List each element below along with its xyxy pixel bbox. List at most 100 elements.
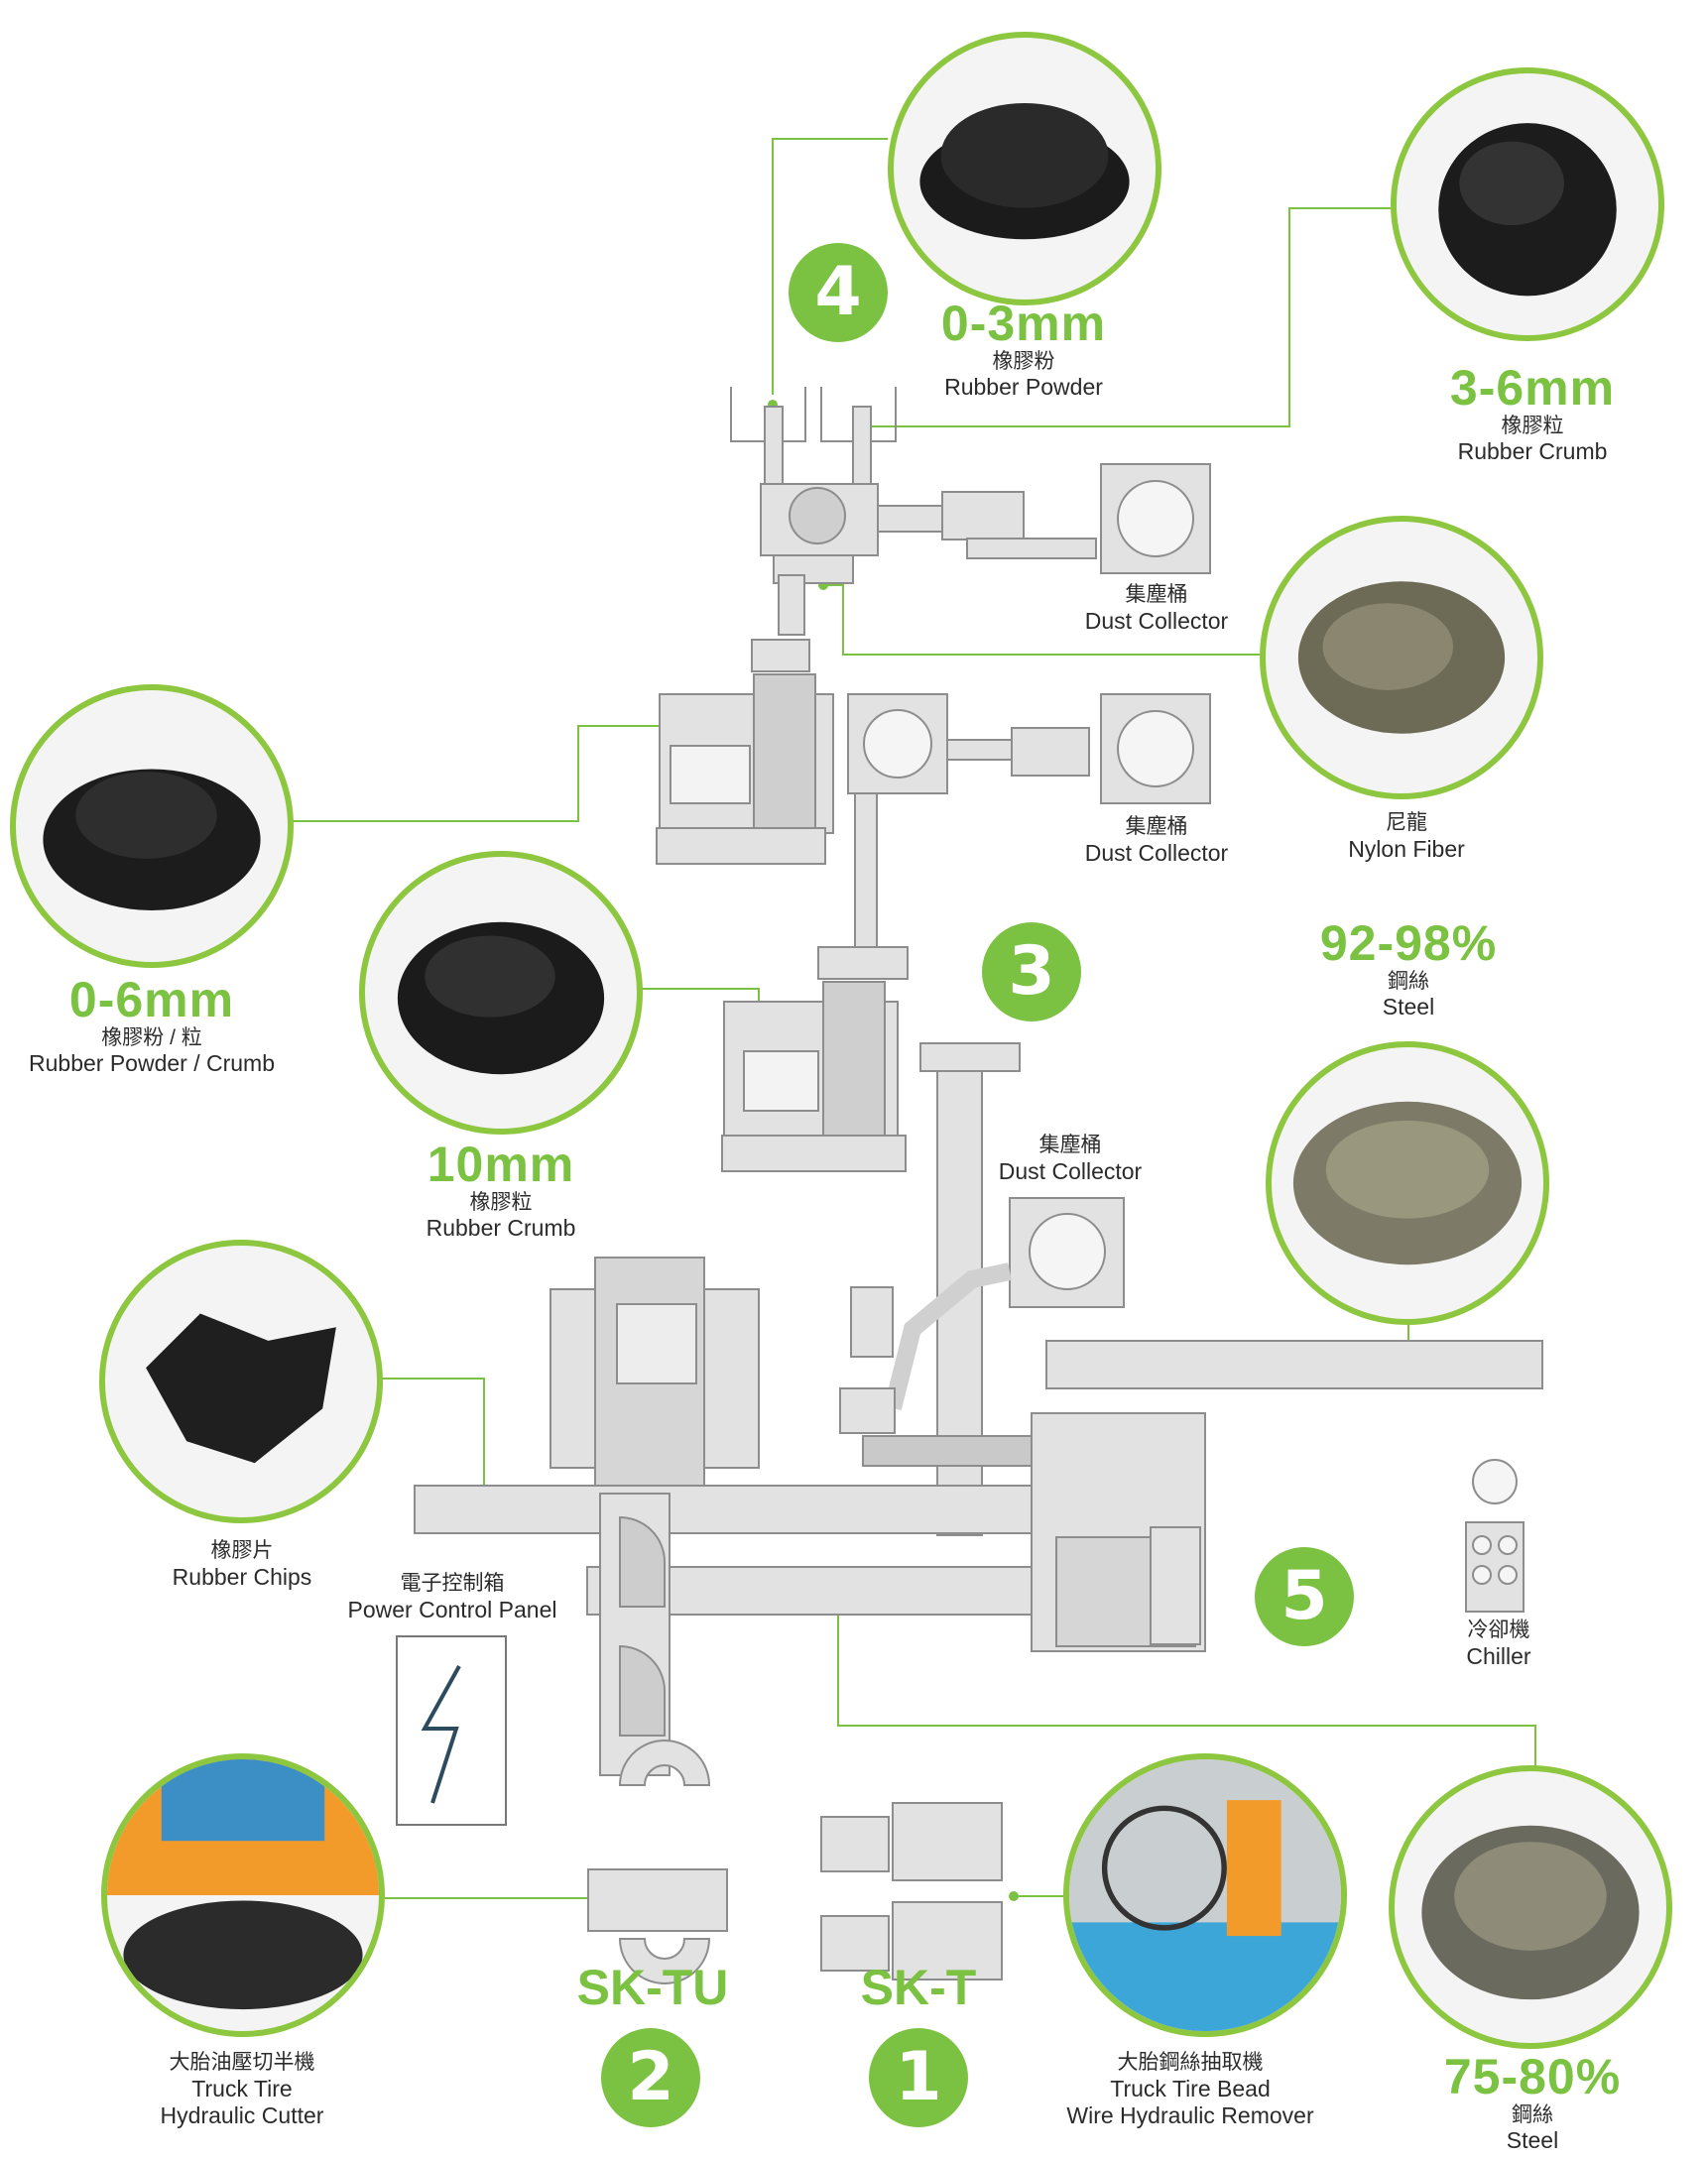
connector-0-3mm bbox=[772, 138, 888, 395]
label-chips: 橡膠片 Rubber Chips bbox=[173, 1539, 312, 1591]
nylon-fiber-icon bbox=[1297, 581, 1506, 734]
photo-bead-wire-remover bbox=[1063, 1753, 1347, 2037]
label-bead-remover: 大胎鋼絲抽取機 Truck Tire Bead Wire Hydraulic R… bbox=[1066, 2051, 1313, 2129]
stage-badge-4: 4 bbox=[789, 243, 888, 342]
label-dust-collector-3: 集塵桶 Dust Collector bbox=[999, 1134, 1142, 1185]
chiller-blade-3 bbox=[1472, 1565, 1492, 1585]
hydraulic-cutter-icon bbox=[107, 1759, 379, 2010]
zh-0-3mm: 橡膠粉 bbox=[992, 349, 1055, 373]
lightning-icon bbox=[421, 1665, 461, 1804]
pipe-to-dust-1 bbox=[966, 538, 1097, 559]
zh-steel-high: 鋼絲 bbox=[1388, 969, 1429, 993]
steel-conveyor bbox=[1045, 1340, 1543, 1389]
zh-remover: 大胎鋼絲抽取機 bbox=[1117, 2051, 1264, 2074]
granulator-2-top bbox=[817, 946, 909, 980]
size-0-3mm: 0-3mm bbox=[940, 296, 1107, 351]
en-cutter-2: Hydraulic Cutter bbox=[160, 2101, 324, 2128]
zh-dust-1: 集塵桶 bbox=[1125, 583, 1188, 606]
label-steel-high: 92-98% 鋼絲 Steel bbox=[1320, 917, 1497, 1020]
model-sk-t: SK-T bbox=[860, 1960, 977, 2015]
en-0-6mm: Rubber Powder / Crumb bbox=[29, 1050, 275, 1077]
zh-power-panel: 電子控制箱 bbox=[400, 1572, 505, 1595]
rubber-chips-icon bbox=[146, 1313, 336, 1464]
photo-rubber-crumb-3-6 bbox=[1391, 67, 1664, 341]
chiller-unit bbox=[1465, 1521, 1525, 1613]
chute-lower bbox=[619, 1644, 666, 1737]
en-dust-3: Dust Collector bbox=[998, 1157, 1143, 1184]
steel-wire-icon bbox=[1421, 1825, 1640, 2000]
en-dust-2: Dust Collector bbox=[1084, 839, 1229, 866]
cyclone-1-wheel bbox=[863, 709, 932, 779]
cutter-ring-top bbox=[618, 1740, 711, 1786]
photo-steel-low bbox=[1389, 1765, 1672, 2049]
dust-wheel-1 bbox=[1117, 480, 1194, 557]
bead-remover-icon bbox=[1069, 1759, 1341, 2031]
remover-top-body bbox=[820, 1816, 890, 1872]
stage-badge-1: 1 bbox=[869, 2028, 968, 2127]
en-cutter-1: Truck Tire bbox=[191, 2075, 293, 2101]
stage-badge-3: 3 bbox=[982, 922, 1081, 1021]
zh-cutter: 大胎油壓切半機 bbox=[169, 2051, 315, 2074]
riser-pipe bbox=[778, 574, 805, 636]
en-chips: Rubber Chips bbox=[172, 1563, 312, 1590]
label-10mm: 10mm 橡膠粒 Rubber Crumb bbox=[427, 1139, 576, 1242]
photo-rubber-crumb-10mm bbox=[359, 851, 643, 1135]
chiller-blade-1 bbox=[1472, 1535, 1492, 1555]
label-0-3mm: 0-3mm 橡膠粉 Rubber Powder bbox=[941, 298, 1106, 401]
en-0-3mm: Rubber Powder bbox=[944, 374, 1103, 401]
remover-bottom-unit bbox=[892, 1901, 1003, 1980]
en-3-6mm: Rubber Crumb bbox=[1457, 438, 1608, 465]
model-sk-tu: SK-TU bbox=[576, 1960, 729, 2015]
separator-hopper bbox=[839, 1387, 896, 1434]
label-nylon: 尼龍 Nylon Fiber bbox=[1348, 811, 1465, 863]
size-steel-high: 92-98% bbox=[1319, 915, 1498, 971]
size-10mm: 10mm bbox=[427, 1137, 575, 1192]
zh-nylon: 尼龍 bbox=[1385, 811, 1427, 834]
stage-badge-5: 5 bbox=[1255, 1547, 1354, 1646]
granulator-2-rotor bbox=[822, 981, 886, 1156]
fan-motor-2 bbox=[1011, 727, 1090, 777]
en-remover-2: Wire Hydraulic Remover bbox=[1066, 2101, 1314, 2128]
label-3-6mm: 3-6mm 橡膠粒 Rubber Crumb bbox=[1450, 362, 1615, 465]
zh-chiller: 冷卻機 bbox=[1467, 1619, 1530, 1641]
connector-3-6mm bbox=[864, 207, 1397, 427]
label-power-panel: 電子控制箱 Power Control Panel bbox=[348, 1572, 557, 1623]
en-remover-1: Truck Tire Bead bbox=[1110, 2075, 1271, 2101]
label-dust-collector-2: 集塵桶 Dust Collector bbox=[1085, 815, 1228, 867]
connector-0-6mm bbox=[290, 725, 719, 822]
rubber-crumb-icon bbox=[1438, 123, 1617, 297]
shredder-1-drum bbox=[616, 1303, 697, 1384]
zh-dust-3: 集塵桶 bbox=[1038, 1134, 1102, 1156]
dust-wheel-2 bbox=[1117, 710, 1194, 787]
rubber-crumb-icon bbox=[397, 921, 605, 1075]
fan-motor bbox=[941, 491, 1025, 540]
label-0-6mm: 0-6mm 橡膠粉 / 粒 Rubber Powder / Crumb bbox=[29, 974, 275, 1077]
label-hydraulic-cutter: 大胎油壓切半機 Truck Tire Hydraulic Cutter bbox=[161, 2051, 324, 2129]
granulator-1-motor bbox=[670, 745, 751, 804]
photo-nylon-fiber bbox=[1260, 516, 1543, 799]
chiller-blade-4 bbox=[1498, 1565, 1518, 1585]
granulator-1-top bbox=[751, 639, 810, 672]
photo-rubber-powder-0-3 bbox=[888, 32, 1161, 305]
en-chiller: Chiller bbox=[1466, 1642, 1531, 1669]
cutter-ring-bottom bbox=[618, 1938, 711, 1984]
chute-upper bbox=[619, 1515, 666, 1608]
size-3-6mm: 3-6mm bbox=[1449, 360, 1616, 416]
shredder-2-side bbox=[1150, 1526, 1201, 1645]
shredder-1-box bbox=[594, 1257, 705, 1516]
size-steel-low: 75-80% bbox=[1443, 2049, 1622, 2104]
connector-chips bbox=[377, 1378, 485, 1512]
size-0-6mm: 0-6mm bbox=[68, 972, 235, 1027]
cutter-body bbox=[587, 1868, 728, 1932]
granulator-1-rotor bbox=[753, 673, 816, 849]
zh-3-6mm: 橡膠粒 bbox=[1501, 414, 1564, 437]
zh-10mm: 橡膠粒 bbox=[469, 1190, 533, 1214]
photo-steel-high bbox=[1266, 1041, 1549, 1325]
drop-pipe bbox=[854, 792, 878, 948]
granulator-1-base bbox=[656, 827, 826, 865]
remover-bottom-body bbox=[820, 1915, 890, 1972]
label-dust-collector-1: 集塵桶 Dust Collector bbox=[1085, 583, 1228, 635]
photo-hydraulic-cutter bbox=[101, 1753, 385, 2037]
zh-dust-2: 集塵桶 bbox=[1125, 815, 1188, 838]
zh-steel-low: 鋼絲 bbox=[1512, 2102, 1553, 2126]
